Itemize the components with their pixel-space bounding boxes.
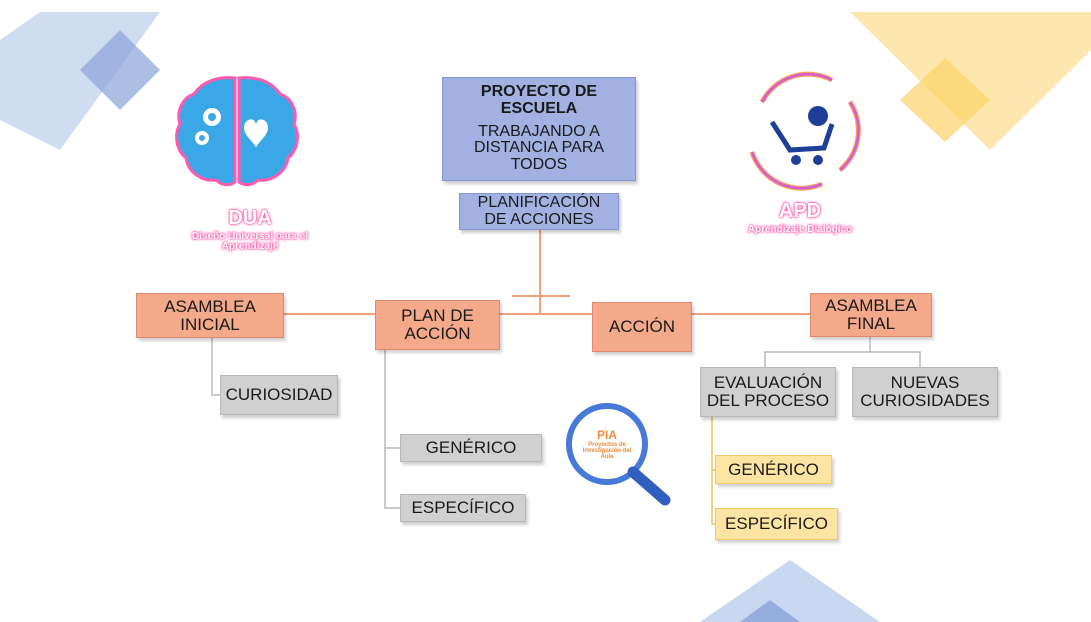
dua-acronym: DUA — [228, 206, 272, 229]
generico-label: GENÉRICO — [425, 438, 517, 458]
eval-generico-label: GENÉRICO — [728, 459, 819, 479]
eval-especifico-label: ESPECÍFICO — [725, 514, 828, 534]
apd-acronym: APD — [778, 199, 822, 222]
evaluacion-label: EVALUACIÓN DEL PROCESO — [706, 373, 830, 410]
asamblea-final-label: ASAMBLEA FINAL — [825, 296, 917, 333]
generico-box: GENÉRICO — [400, 434, 542, 462]
apd-text: APD Aprendizaje Dialógico — [730, 196, 870, 240]
pia-acronym: PIA — [596, 428, 617, 443]
brain-icon — [175, 76, 299, 187]
pia-full: Proyectos de Investigación del Aula — [582, 441, 632, 461]
nuevas-curiosidades-label: NUEVAS CURIOSIDADES — [860, 373, 990, 410]
eval-especifico-box: ESPECÍFICO — [715, 508, 838, 540]
eval-generico-box: GENÉRICO — [715, 455, 832, 484]
project-subtitle: TRABAJANDO A DISTANCIA PARA TODOS — [473, 122, 605, 174]
project-title-box: PROYECTO DE ESCUELA TRABAJANDO A DISTANC… — [442, 77, 636, 181]
plan-de-accion-box: PLAN DE ACCIÓN — [375, 300, 500, 350]
plan-de-accion-label: PLAN DE ACCIÓN — [401, 306, 474, 343]
curiosidad-box: CURIOSIDAD — [220, 375, 338, 415]
dua-text: DUA Diseño Universal para el Aprendizaje — [160, 200, 340, 260]
especifico-label: ESPECÍFICO — [411, 498, 515, 518]
evaluacion-box: EVALUACIÓN DEL PROCESO — [700, 367, 836, 417]
asamblea-inicial-box: ASAMBLEA INICIAL — [136, 293, 284, 338]
accion-box: ACCIÓN — [592, 302, 692, 352]
cycle-cart-icon — [749, 71, 861, 191]
apd-full: Aprendizaje Dialógico — [747, 223, 853, 235]
magnifier-icon — [566, 403, 671, 506]
nuevas-curiosidades-box: NUEVAS CURIOSIDADES — [852, 367, 998, 417]
accion-label: ACCIÓN — [608, 317, 676, 337]
dua-full: Diseño Universal para el Aprendizaje — [191, 230, 309, 252]
planning-box: PLANIFICACIÓN DE ACCIONES — [459, 193, 619, 230]
especifico-box: ESPECÍFICO — [400, 494, 526, 522]
pia-text: PIA Proyectos de Investigación del Aula — [572, 420, 642, 470]
curiosidad-label: CURIOSIDAD — [225, 385, 333, 405]
project-title: PROYECTO DE ESCUELA — [480, 83, 598, 117]
planning-label: PLANIFICACIÓN DE ACCIONES — [477, 193, 601, 228]
asamblea-final-box: ASAMBLEA FINAL — [810, 293, 932, 337]
asamblea-inicial-label: ASAMBLEA INICIAL — [164, 296, 256, 334]
